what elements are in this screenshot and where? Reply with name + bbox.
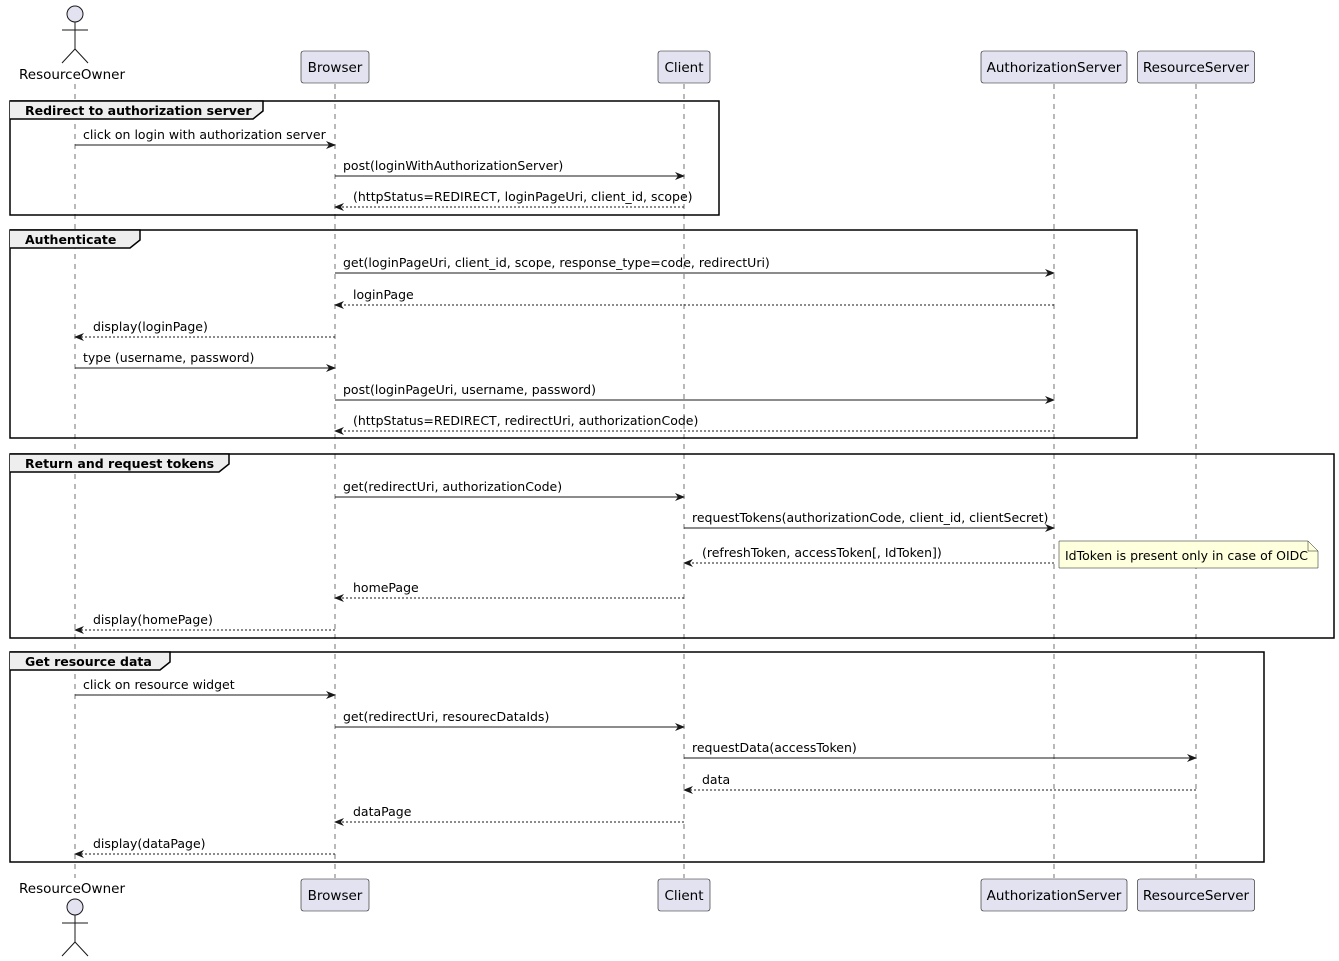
participant-box (980, 50, 1128, 84)
participant-br-bottom: Browser (300, 878, 370, 912)
participant-label: ResourceOwner (19, 67, 125, 83)
actor-stick-figure-icon (61, 898, 89, 957)
participant-label: Browser (308, 888, 363, 904)
group-frame-border (9, 229, 1138, 439)
message: requestTokens(authorizationCode, client_… (684, 510, 1055, 532)
message-label: requestTokens(authorizationCode, client_… (692, 510, 1048, 525)
message-label: click on resource widget (83, 677, 235, 692)
message-label: display(loginPage) (93, 319, 208, 334)
participant-cl-top: Client (657, 50, 711, 84)
note-box (1058, 540, 1319, 569)
message: requestData(accessToken) (684, 740, 1197, 762)
message: dataPage (334, 804, 684, 826)
group-frame-label: Authenticate (25, 232, 116, 247)
message-label: type (username, password) (83, 350, 254, 365)
message: display(homePage) (74, 612, 335, 634)
group-frame: Return and request tokens (9, 453, 1335, 639)
message: data (683, 772, 1196, 794)
message: (httpStatus=REDIRECT, loginPageUri, clie… (334, 189, 693, 211)
group-frame-label: Redirect to authorization server (25, 103, 252, 118)
message: (httpStatus=REDIRECT, redirectUri, autho… (334, 413, 1054, 435)
participant-br-top: Browser (300, 50, 370, 84)
group-frame-border (9, 100, 720, 216)
message-label: loginPage (353, 287, 414, 302)
group-frame-tab (10, 651, 171, 671)
participant-label: ResourceOwner (19, 881, 125, 897)
participant-label: Client (664, 888, 703, 904)
group-frame-tab (10, 229, 141, 249)
participant-rs-top: ResourceServer (1137, 50, 1255, 84)
message: type (username, password) (75, 350, 336, 372)
group-frame-label: Get resource data (25, 654, 152, 669)
participant-label: AuthorizationServer (987, 888, 1122, 904)
message-label: homePage (353, 580, 419, 595)
participant-ro-top: ResourceOwner (19, 5, 125, 83)
participant-box (657, 50, 711, 84)
participants-layer: ResourceOwnerResourceOwnerBrowserBrowser… (19, 5, 1255, 957)
message-label: (httpStatus=REDIRECT, loginPageUri, clie… (353, 189, 693, 204)
message-label: click on login with authorization server (83, 127, 327, 142)
group-frame-label: Return and request tokens (25, 456, 214, 471)
participant-box (1137, 878, 1255, 912)
group-frame: Redirect to authorization server (9, 100, 720, 216)
message: click on login with authorization server (75, 127, 336, 149)
participant-rs-bottom: ResourceServer (1137, 878, 1255, 912)
message: post(loginPageUri, username, password) (335, 382, 1055, 404)
frames-layer: Redirect to authorization serverAuthenti… (9, 100, 1335, 863)
group-frame-tab (10, 453, 230, 473)
message: click on resource widget (75, 677, 336, 699)
participant-label: Client (664, 60, 703, 76)
message: get(redirectUri, resourecDataIds) (335, 709, 685, 731)
message-label: data (702, 772, 730, 787)
message: get(redirectUri, authorizationCode) (335, 479, 685, 501)
note-fold-corner (1307, 541, 1318, 552)
message-label: post(loginWithAuthorizationServer) (343, 158, 563, 173)
participant-box (657, 878, 711, 912)
participant-as-bottom: AuthorizationServer (980, 878, 1128, 912)
participant-label: ResourceServer (1143, 888, 1250, 904)
message-label: display(dataPage) (93, 836, 206, 851)
message-label: requestData(accessToken) (692, 740, 857, 755)
message-label: get(loginPageUri, client_id, scope, resp… (343, 255, 770, 270)
message-label: display(homePage) (93, 612, 213, 627)
lifelines-layer (74, 84, 1197, 878)
group-frame-border (9, 651, 1265, 863)
group-frame: Get resource data (9, 651, 1265, 863)
participant-label: Browser (308, 60, 363, 76)
message: display(loginPage) (74, 319, 335, 341)
group-frame-border (9, 453, 1335, 639)
group-frame: Authenticate (9, 229, 1138, 439)
participant-label: AuthorizationServer (987, 60, 1122, 76)
participant-box (300, 878, 370, 912)
participant-box (300, 50, 370, 84)
group-frame-tab (10, 100, 264, 120)
message-label: dataPage (353, 804, 412, 819)
participant-box (980, 878, 1128, 912)
message-label: get(redirectUri, authorizationCode) (343, 479, 562, 494)
message-label: post(loginPageUri, username, password) (343, 382, 596, 397)
message: post(loginWithAuthorizationServer) (335, 158, 685, 180)
participant-cl-bottom: Client (657, 878, 711, 912)
participant-as-top: AuthorizationServer (980, 50, 1128, 84)
participant-ro-bottom: ResourceOwner (19, 881, 125, 957)
message: homePage (334, 580, 684, 602)
participant-box (1137, 50, 1255, 84)
participant-label: ResourceServer (1143, 60, 1250, 76)
message-label: (httpStatus=REDIRECT, redirectUri, autho… (353, 413, 698, 428)
message-label: (refreshToken, accessToken[, IdToken]) (702, 545, 942, 560)
note: IdToken is present only in case of OIDC (1058, 540, 1319, 569)
message: loginPage (334, 287, 1054, 309)
messages-layer: click on login with authorization server… (74, 127, 1197, 858)
actor-stick-figure-icon (61, 5, 89, 64)
message: display(dataPage) (74, 836, 335, 858)
note-layer: IdToken is present only in case of OIDC (1058, 540, 1319, 569)
note-text: IdToken is present only in case of OIDC (1065, 548, 1308, 563)
message: get(loginPageUri, client_id, scope, resp… (335, 255, 1055, 277)
message: (refreshToken, accessToken[, IdToken]) (683, 545, 1054, 567)
message-label: get(redirectUri, resourecDataIds) (343, 709, 549, 724)
